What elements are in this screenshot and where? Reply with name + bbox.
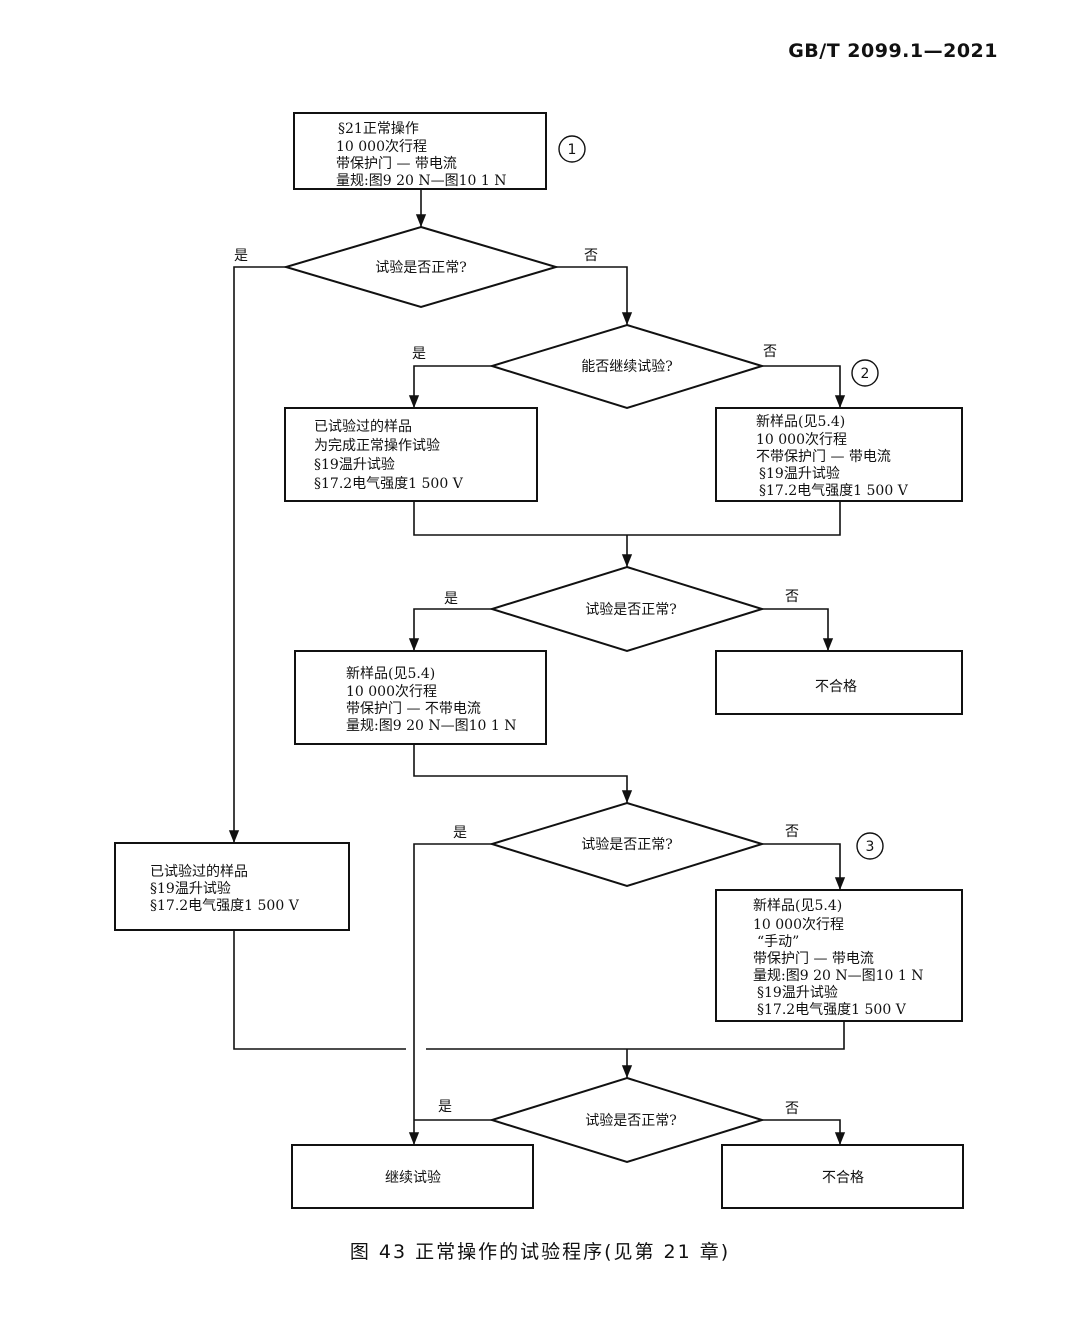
- box-tested-sample-continue: [284, 407, 538, 502]
- box-normal-operation-text: §21正常操作 10 000次行程 带保护门 — 带电流 量规:图9 20 N—…: [336, 121, 506, 189]
- marker-2: 2: [861, 366, 870, 382]
- label-no: 否: [785, 1101, 799, 1117]
- marker-3: 3: [866, 839, 875, 855]
- label-yes: 是: [438, 1099, 452, 1115]
- marker-circle-2: [851, 359, 879, 387]
- decision-1-text: 试验是否正常?: [375, 260, 467, 276]
- label-yes: 是: [453, 825, 467, 841]
- flowchart: 1 2 3 试验是否正常? 能否继续试验? 试验是否正常? 试验是否正常? 试验…: [114, 112, 964, 1209]
- label-no: 否: [763, 344, 777, 360]
- box-line: 10 000次行程: [336, 139, 427, 155]
- label-yes: 是: [444, 591, 458, 607]
- box-fail-1: [715, 650, 963, 715]
- box-line: §21正常操作: [338, 121, 419, 137]
- label-no: 否: [785, 824, 799, 840]
- label-yes: 是: [234, 248, 248, 264]
- box-line: 新样品(见5.4): [756, 414, 845, 430]
- box-fail-2-text: 不合格: [822, 1170, 864, 1186]
- figure-caption: 图 43 正常操作的试验程序(见第 21 章): [349, 1241, 731, 1263]
- decision-2-text: 能否继续试验?: [581, 358, 673, 375]
- box-line: 已试验过的样品: [150, 864, 248, 880]
- box-new-sample-manual-text: 新样品(见5.4) 10 000次行程 “手动” 带保护门 — 带电流 量规:图…: [753, 898, 923, 1018]
- label-yes: 是: [412, 346, 426, 362]
- box-tested-sample-continue-text: 已试验过的样品 为完成正常操作试验 §19温升试验 §17.2电气强度1 500…: [314, 419, 464, 492]
- marker-circle-3: [856, 832, 884, 860]
- decision-5: [488, 1076, 766, 1164]
- box-tested-sample: [114, 842, 350, 931]
- connectors: [228, 189, 846, 1145]
- decision-2: [488, 323, 766, 410]
- box-tested-sample-text: 已试验过的样品 §19温升试验 §17.2电气强度1 500 V: [150, 864, 300, 914]
- box-line: “手动”: [757, 934, 799, 950]
- box-line: §17.2电气强度1 500 V: [314, 476, 464, 492]
- decision-4: [488, 801, 766, 888]
- box-line: 新样品(见5.4): [753, 898, 842, 914]
- label-no: 否: [785, 589, 799, 605]
- decision-3-text: 试验是否正常?: [585, 602, 677, 618]
- marker-1: 1: [568, 142, 577, 158]
- box-line: 为完成正常操作试验: [314, 438, 440, 454]
- decision-5-text: 试验是否正常?: [585, 1113, 677, 1129]
- box-line: 已试验过的样品: [314, 419, 412, 435]
- box-line: 量规:图9 20 N—图10 1 N: [336, 173, 506, 189]
- box-continue-test: [291, 1144, 534, 1209]
- box-line: 新样品(见5.4): [346, 666, 435, 682]
- box-new-sample-no-current-text: 新样品(见5.4) 10 000次行程 带保护门 — 不带电流 量规:图9 20…: [346, 666, 516, 734]
- box-new-sample-no-shutter: [715, 407, 963, 502]
- box-new-sample-no-current: [294, 650, 547, 745]
- decision-4-text: 试验是否正常?: [581, 837, 673, 853]
- box-line: §17.2电气强度1 500 V: [759, 483, 909, 499]
- box-line: 10 000次行程: [346, 684, 437, 700]
- box-line: 10 000次行程: [756, 432, 847, 448]
- box-line: §19温升试验: [759, 466, 840, 482]
- box-line: 不带保护门 — 带电流: [756, 449, 891, 465]
- box-continue-test-text: 继续试验: [385, 1169, 441, 1186]
- box-fail-2: [721, 1144, 964, 1209]
- box-line: 量规:图9 20 N—图10 1 N: [346, 718, 516, 734]
- box-line: 带保护门 — 带电流: [336, 156, 457, 172]
- box-line: §19温升试验: [757, 985, 838, 1001]
- box-line: §17.2电气强度1 500 V: [757, 1002, 907, 1018]
- marker-circle-1: [558, 135, 586, 163]
- box-line: §19温升试验: [314, 457, 395, 473]
- label-no: 否: [584, 248, 598, 264]
- box-fail-1-text: 不合格: [815, 679, 857, 695]
- box-new-sample-manual: [715, 889, 963, 1022]
- box-line: §19温升试验: [150, 881, 231, 897]
- box-line: 10 000次行程: [753, 917, 844, 933]
- decision-1: [282, 225, 560, 309]
- box-new-sample-no-shutter-text: 新样品(见5.4) 10 000次行程 不带保护门 — 带电流 §19温升试验 …: [756, 414, 909, 499]
- box-line: §17.2电气强度1 500 V: [150, 898, 300, 914]
- box-line: 带保护门 — 不带电流: [346, 701, 481, 717]
- decision-3: [488, 565, 766, 653]
- standard-number: GB/T 2099.1—2021: [788, 40, 998, 62]
- box-normal-operation: [293, 112, 547, 190]
- box-line: 量规:图9 20 N—图10 1 N: [753, 968, 923, 984]
- box-line: 带保护门 — 带电流: [753, 951, 874, 967]
